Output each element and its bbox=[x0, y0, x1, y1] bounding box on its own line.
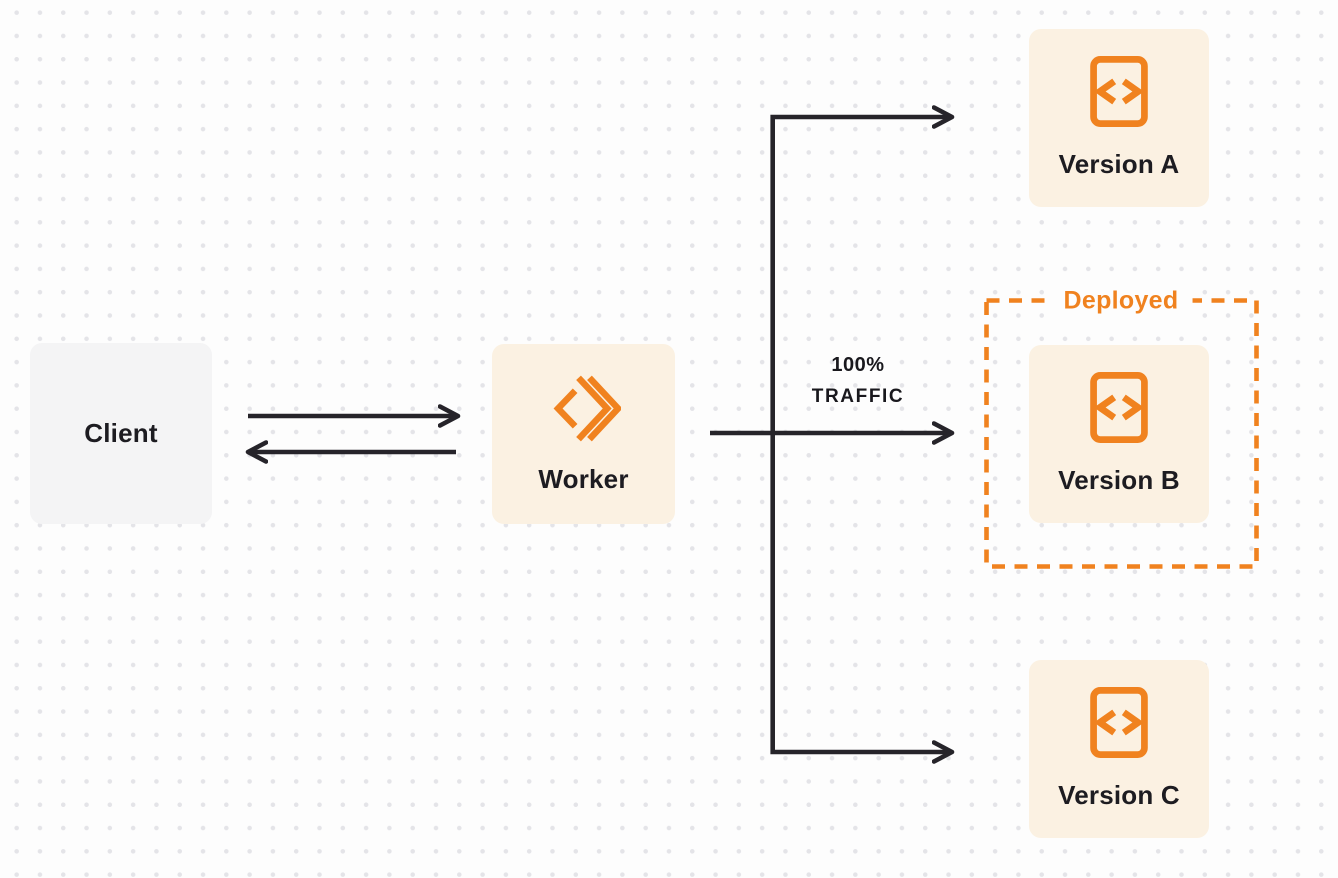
version-c-node-label: Version C bbox=[1058, 780, 1180, 810]
version-c-node: Version C bbox=[1029, 660, 1209, 838]
version-a-node-label: Version A bbox=[1058, 149, 1180, 179]
worker-node-label: Worker bbox=[538, 464, 629, 494]
version-b-node-label: Version B bbox=[1058, 465, 1180, 495]
deployed-label: Deployed bbox=[1049, 283, 1193, 319]
traffic-label: 100% TRAFFIC bbox=[812, 354, 904, 408]
worker-node: Worker bbox=[492, 344, 675, 524]
code-file-icon bbox=[1090, 687, 1148, 758]
code-file-icon bbox=[1090, 372, 1148, 443]
version-b-node: Version B bbox=[1029, 345, 1209, 523]
client-node: Client bbox=[30, 343, 212, 524]
version-a-node: Version A bbox=[1029, 29, 1209, 207]
traffic-percent-text: 100% bbox=[831, 354, 885, 376]
traffic-word-text: TRAFFIC bbox=[811, 386, 905, 407]
split-bottom-arrow bbox=[770, 433, 948, 752]
client-node-label: Client bbox=[84, 418, 158, 448]
workers-chevrons-icon bbox=[547, 373, 623, 444]
code-file-icon bbox=[1090, 56, 1148, 127]
